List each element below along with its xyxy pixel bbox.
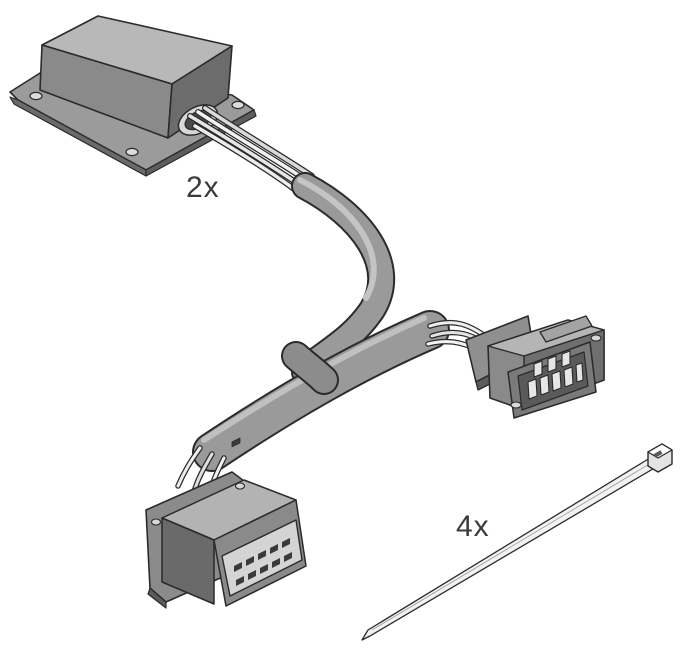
- electronic-module-icon: [9, 15, 257, 177]
- female-obd-connector-icon: [145, 437, 307, 609]
- module-wires: [187, 105, 315, 195]
- cable-tie-icon: [361, 443, 673, 641]
- male-obd-connector-icon: [465, 315, 605, 419]
- wire-harness-icon: [175, 172, 495, 497]
- module-quantity-label: 2x: [186, 171, 220, 204]
- cable-tie-quantity-label: 4x: [456, 510, 490, 543]
